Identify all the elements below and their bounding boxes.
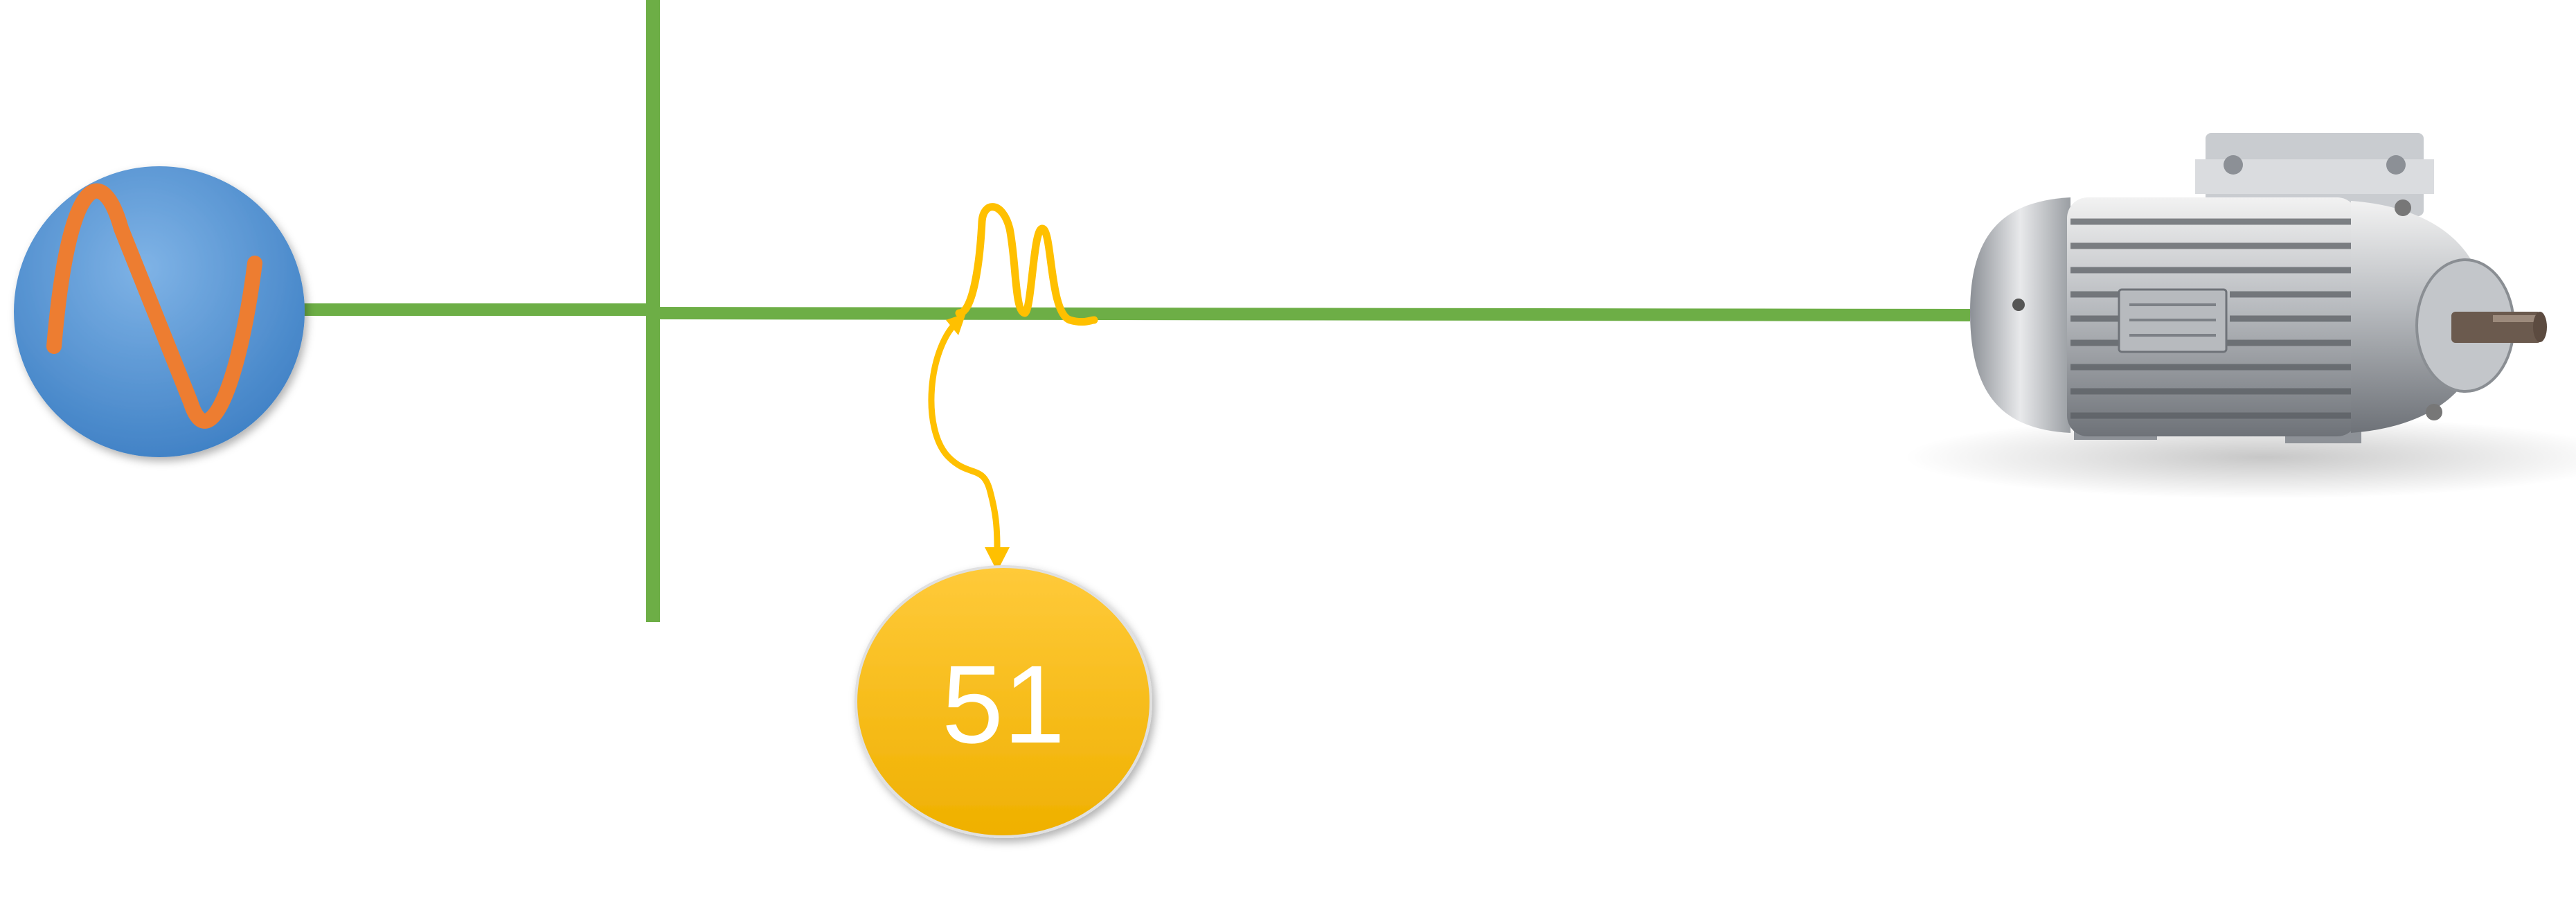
sine-wave-icon [46,183,262,429]
relay-signal-wire [928,317,1001,551]
arrow-up-icon [946,313,966,335]
overcurrent-relay: 51 [855,565,1152,838]
electric-motor-icon [1904,133,2576,499]
motor-feeder-line [652,307,1971,321]
arrow-down-icon [985,547,1010,571]
relay-label: 51 [942,642,1065,766]
current-transformer-icon [955,203,1098,326]
overcurrent-relay-icon [855,565,1152,838]
ac-source-icon [14,166,305,457]
